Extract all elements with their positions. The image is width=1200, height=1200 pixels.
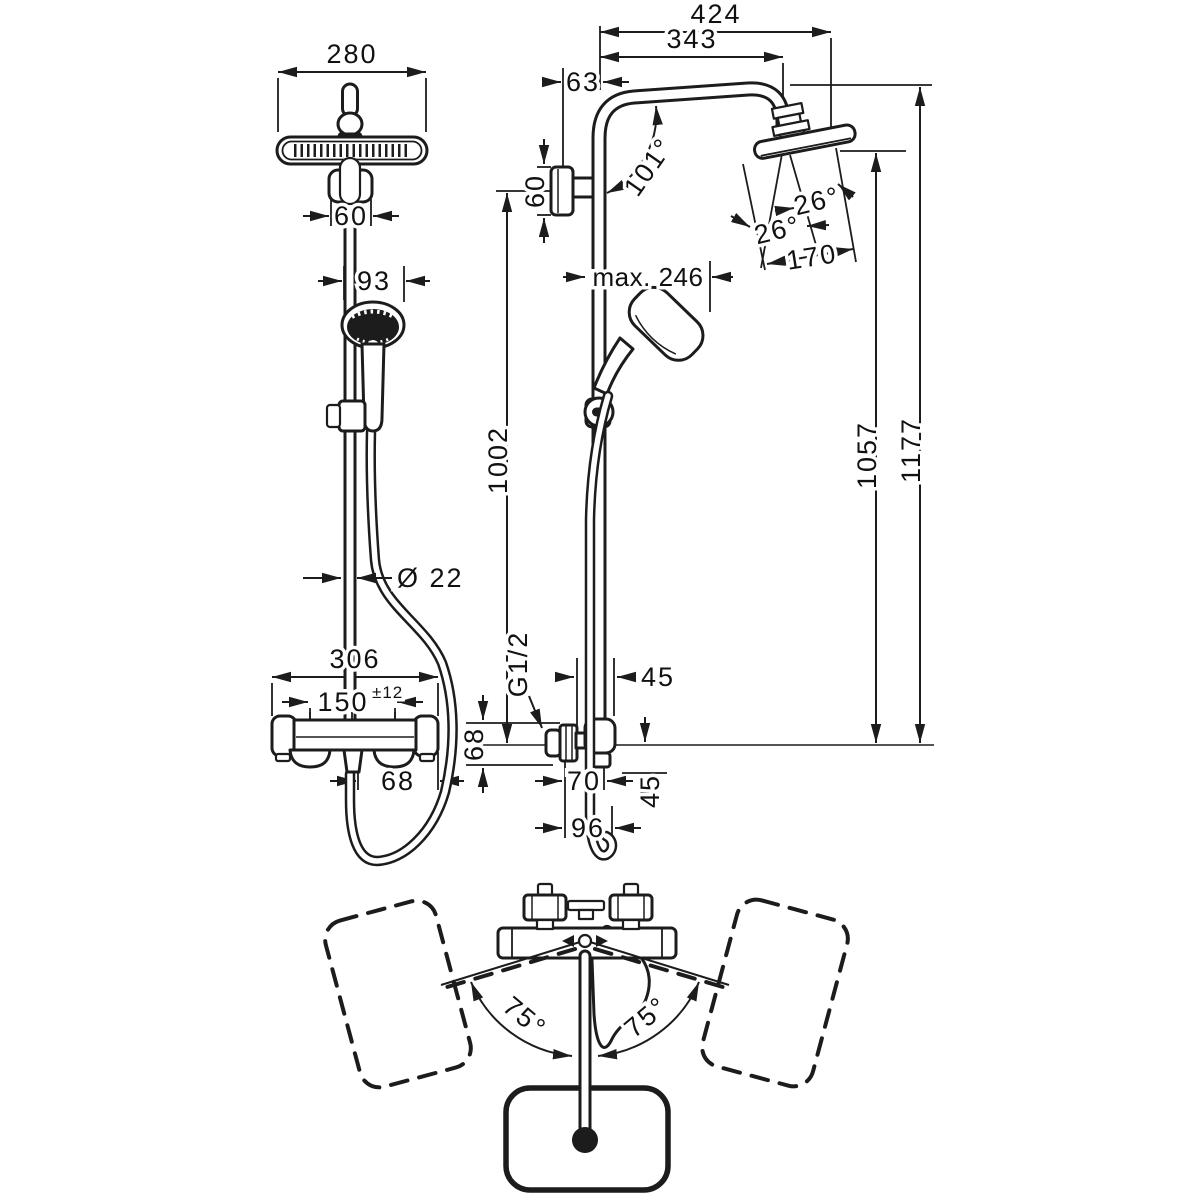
dim-wall-clearance-label: 63 [566, 67, 600, 97]
dim-connection-tolerance-label: ±12 [372, 683, 403, 702]
bottom-view: 75° 75° [323, 882, 850, 1193]
dim-outlet-drop-label: 45 [635, 774, 665, 808]
dim-outlet-offset-label: 68 [381, 766, 415, 796]
dim-overhead-width-label: 280 [326, 39, 377, 69]
dim-supply-height-label: 68 [459, 727, 489, 761]
dim-outlet-depth-label: 70 [567, 766, 601, 796]
dim-handshower-reach-label: max. 246 [593, 262, 704, 292]
dim-hose-depth-label: 96 [571, 813, 605, 843]
dim-height-total-label: 1177 [896, 417, 926, 483]
air-stem [341, 82, 359, 118]
side-view-product [544, 81, 857, 861]
dim-thread-label: G1/2 [503, 631, 533, 698]
overhead-shower-side [753, 102, 857, 160]
dim-pipe-diameter-label: Ø 22 [397, 563, 464, 593]
wall-bracket-plate [549, 165, 575, 217]
dim-bracket-width-label: 60 [334, 201, 368, 231]
slider-holder-front [337, 399, 367, 433]
swivel-position-right [700, 897, 850, 1089]
dim-riser-offset-label: 45 [641, 662, 675, 692]
side-view-dimensions [466, 26, 934, 838]
dim-height-head-label: 1057 [852, 421, 882, 489]
dim-swivel-left-label: 75° [497, 991, 552, 1044]
dim-head-depth-label: 170 [784, 238, 839, 276]
side-view: 424 343 63 60 101° 26° 26° 170 max. 246 … [456, 0, 934, 861]
dim-bracket-height-label: 60 [520, 174, 550, 208]
dim-height-bracket-label: 1002 [483, 426, 513, 494]
front-view-product [270, 82, 458, 867]
handshower-front [340, 300, 406, 433]
dim-projection-arm-label: 343 [666, 24, 717, 54]
front-view: 280 60 93 Ø 22 306 150 ±12 68 [270, 36, 465, 867]
bottom-view-dimensions [435, 941, 735, 1060]
dim-arm-angle-label: 101° [618, 132, 679, 202]
dim-connection-distance-label: 150 [317, 687, 368, 717]
bottom-view-product [496, 882, 678, 1193]
dim-projection-total-label: 424 [690, 0, 741, 29]
dim-handshower-width-label: 93 [357, 266, 391, 296]
swivel-position-left [323, 898, 473, 1090]
valve-front [270, 712, 440, 774]
dim-valve-width-label: 306 [329, 644, 380, 674]
valve-side [544, 717, 617, 769]
